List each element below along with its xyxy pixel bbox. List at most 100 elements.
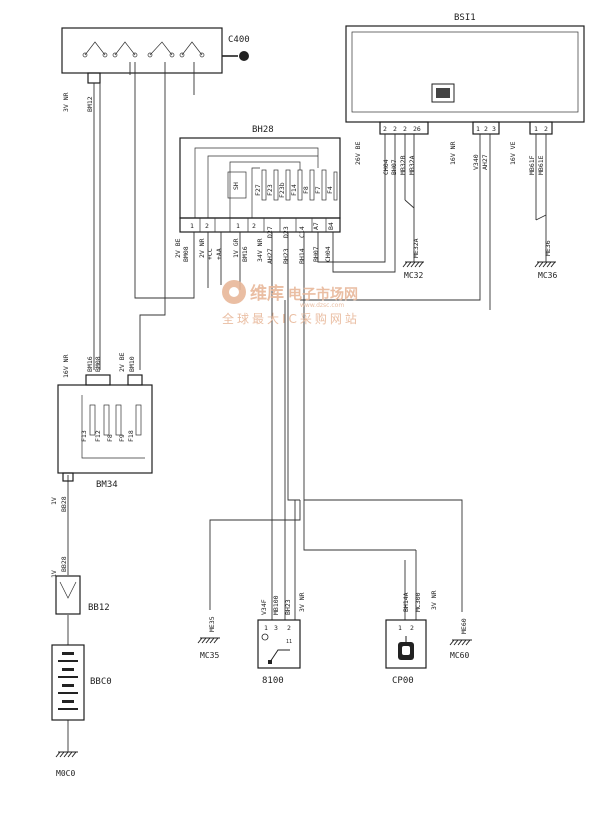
bsi-pin-l2: 2 xyxy=(393,125,397,133)
bh28-c14-wire: BH14 xyxy=(298,248,306,264)
n8100-pin2: 2 xyxy=(287,624,291,632)
bm34-fuse-f12: F12 xyxy=(94,430,102,442)
bh28-pin-b4: B4 xyxy=(327,222,335,230)
ignition-switch-box xyxy=(61,27,223,74)
battery-box xyxy=(51,644,85,721)
bh28-fusebox: BH28 SH F27 F23 F23b F14 F8 F7 F4 xyxy=(179,125,341,238)
bh28-in2-wire: +CC xyxy=(206,248,214,260)
bh28-label: BH28 xyxy=(252,125,274,135)
bh28-pin-1b: 1 xyxy=(236,222,240,230)
bsi-pin-r1: 1 xyxy=(534,125,538,133)
ground-mc36-label: MC36 xyxy=(538,271,557,280)
sensor-icon xyxy=(261,633,290,664)
bh28-fuse-f27: F27 xyxy=(254,184,262,196)
watermark-slogan: 全球最大IC采购网站 xyxy=(222,311,360,326)
cp00-pin1: 1 xyxy=(398,624,402,632)
bh28-fuse-f7: F7 xyxy=(314,186,322,194)
n8100-wire2: MB100 xyxy=(272,595,280,615)
n8100-label: 8100 xyxy=(262,676,284,686)
ignition-switch-label: C400 xyxy=(228,35,250,45)
bsi-pin-block-left xyxy=(379,121,429,135)
bh28-pin-1a: 1 xyxy=(190,222,194,230)
bsi-inner xyxy=(351,31,579,113)
bsi-left-conn: 26V BE xyxy=(354,141,362,165)
n8100-wire1: V34F xyxy=(260,599,268,615)
bm34-connector-2 xyxy=(127,374,143,386)
bh28-pin-2b: 2 xyxy=(252,222,256,230)
bm34-label: BM34 xyxy=(96,480,118,490)
key-icon xyxy=(222,51,249,61)
bh28-pin-a7: A7 xyxy=(312,222,320,230)
ignition-switch-c400: C400 xyxy=(61,27,250,84)
bsi-pin-m1: 1 xyxy=(476,125,480,133)
bsi-label: BSI1 xyxy=(454,13,476,23)
bb12-in-wire: BB28 xyxy=(60,556,68,572)
bm34-fuse-f9: F9 xyxy=(118,434,126,442)
ground-mc60-icon xyxy=(449,639,472,646)
bm34-in2-conn: 2V BE xyxy=(118,352,126,372)
cp00-box xyxy=(385,619,427,669)
bh28-fuse-f14: F14 xyxy=(290,184,298,196)
ground-m0c0-icon xyxy=(55,751,78,758)
bm34-fuse-f8: F8 xyxy=(106,434,114,442)
bm34-box xyxy=(57,384,153,474)
bh28-d27-wire: AH27 xyxy=(266,248,274,264)
bm34-out-wire: BB28 xyxy=(60,496,68,512)
bh28-a7-wire: BH07 xyxy=(312,246,320,262)
n8100-wire3: BH23 xyxy=(284,599,292,615)
bh28-in1-wire: BM08 xyxy=(182,246,190,262)
plug-icon xyxy=(398,636,414,660)
battery-bbc0: BBC0 xyxy=(51,644,112,721)
cp00-label: CP00 xyxy=(392,676,414,686)
bh28-fuse-f8: F8 xyxy=(302,186,310,194)
ground-mc35-label: MC35 xyxy=(200,651,219,660)
bsi-mid-wire: V340 xyxy=(472,154,480,170)
bsi-module: BSI1 2 2 2 26 1 2 3 1 2 xyxy=(345,13,585,135)
bh28-in3-wire: BM16 xyxy=(241,246,249,262)
ground-mc36-icon xyxy=(534,261,556,268)
watermark-url: www.dzsc.com xyxy=(300,302,344,309)
node-cp00: BH14A MC300 3V NR 1 2 CP00 xyxy=(385,590,438,686)
bsi-chip-icon xyxy=(431,83,455,103)
bh28-d23-wire: BH23 xyxy=(282,248,290,264)
bh28-fuse-f4: F4 xyxy=(326,186,334,194)
watermark-logo-icon xyxy=(222,280,246,304)
bm34-fuse-f13: F13 xyxy=(80,430,88,442)
bh28-fuse-f23: F23 xyxy=(266,184,274,196)
bsi-pin-m3: 3 xyxy=(492,125,496,133)
bh28-d27-conn: 34V NR xyxy=(256,238,264,262)
bsi-pin-l3: 2 xyxy=(403,125,407,133)
bm34-fuse-f18: F18 xyxy=(127,430,135,442)
bh28-in3-conn: 1V GR xyxy=(232,238,240,258)
bsi-mc32-wire1: MB32B xyxy=(399,155,407,175)
ground-mc32-icon xyxy=(402,261,424,268)
bh28-pin-d27: D27 xyxy=(266,226,274,238)
bsi-mid-conn: 16V NR xyxy=(449,141,457,165)
me60-label: ME60 xyxy=(460,618,468,634)
switch-contacts xyxy=(82,41,205,58)
bb12-fuse: 1V BB28 BB12 xyxy=(50,556,110,615)
bsi-mc32-wire2: MB32A xyxy=(408,155,416,175)
bh28-sh-label: SH xyxy=(232,182,240,190)
watermark: 维库 电子市场网 www.dzsc.com 全球最大IC采购网站 xyxy=(222,280,360,326)
bb12-fuse-icon xyxy=(59,581,77,599)
bsi-right-conn: 16V VE xyxy=(509,141,517,165)
battery-label: BBC0 xyxy=(90,677,112,687)
node-8100: V34F MB100 BH23 3V NR 1 3 2 11 8100 xyxy=(257,592,306,686)
bb12-in-conn: 1V xyxy=(50,570,58,578)
bsi-pin-l1: 2 xyxy=(383,125,387,133)
ground-mc60-label: MC60 xyxy=(450,651,469,660)
bh28-pin-2a: 2 xyxy=(205,222,209,230)
n8100-pin1: 1 xyxy=(264,624,268,632)
bm34-connector-1 xyxy=(85,374,111,386)
ground-mc35-icon xyxy=(197,637,220,644)
bm34-in-wire1: BM16 xyxy=(86,356,94,372)
bb12-box xyxy=(55,575,81,615)
ign-out-conn: 3V NR xyxy=(62,92,70,112)
bsi-wires xyxy=(384,134,547,262)
n8100-box xyxy=(257,619,301,669)
bsi-me32a-label: ME32A xyxy=(412,238,420,258)
bm34-fusebox: F13 F12 F8 F9 F18 BM34 xyxy=(57,374,153,490)
bh28-in2b-wire: +AA xyxy=(215,248,223,260)
